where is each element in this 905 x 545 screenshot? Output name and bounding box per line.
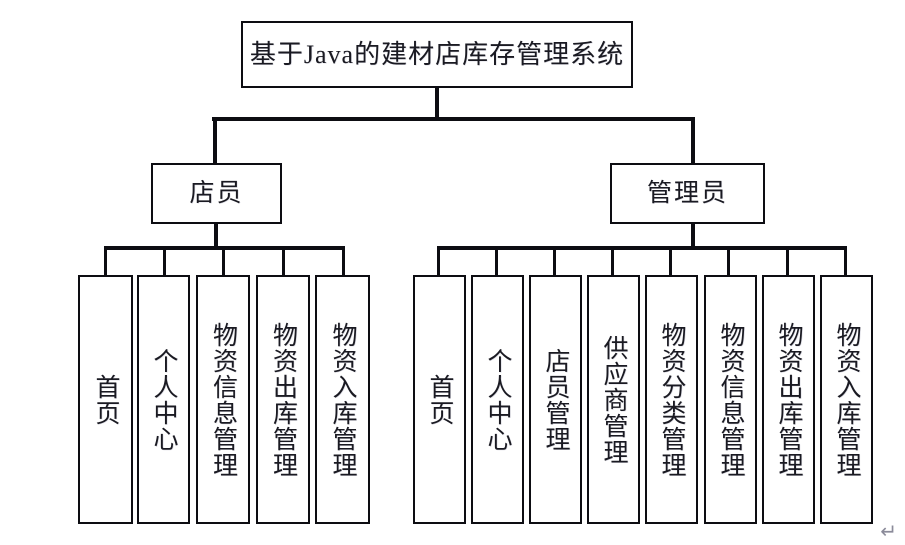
leaf-node-clerk-4-label: 物资入库管理 — [329, 321, 356, 478]
role-node-clerk: 店员 — [151, 163, 282, 224]
role-node-admin-label: 管理员 — [646, 179, 728, 207]
connector-admin-drop-0 — [437, 246, 440, 276]
connector-admin-drop-1 — [495, 246, 498, 276]
connector-admin-stem — [691, 224, 695, 248]
connector-clerk-drop-4 — [342, 246, 345, 276]
connector-admin-drop-5 — [727, 246, 730, 276]
leaf-node-admin-7-label: 物资入库管理 — [833, 321, 860, 478]
connector-admin-drop-4 — [669, 246, 672, 276]
leaf-node-admin-7: 物资入库管理 — [820, 275, 873, 524]
leaf-node-admin-0-label: 首页 — [426, 373, 453, 426]
root-node-label: 基于Java的建材店库存管理系统 — [249, 39, 625, 69]
connector-admin-drop-7 — [844, 246, 847, 276]
leaf-node-clerk-4: 物资入库管理 — [315, 275, 370, 524]
connector-clerk-drop-1 — [163, 246, 166, 276]
connector-bus-drop-admin — [691, 117, 695, 164]
connector-admin-drop-6 — [786, 246, 789, 276]
leaf-node-admin-3: 供应商管理 — [587, 275, 640, 524]
leaf-node-clerk-1-label: 个人中心 — [150, 347, 177, 452]
leaf-node-clerk-3-label: 物资出库管理 — [269, 321, 297, 478]
leaf-node-admin-1-label: 个人中心 — [484, 347, 511, 452]
role-node-admin: 管理员 — [610, 163, 765, 224]
role-node-clerk-label: 店员 — [189, 179, 244, 207]
connector-bus-drop-clerk — [213, 117, 217, 164]
leaf-node-admin-0: 首页 — [413, 275, 466, 524]
leaf-node-admin-1: 个人中心 — [471, 275, 524, 524]
connector-clerk-drop-2 — [222, 246, 225, 276]
leaf-node-admin-5: 物资信息管理 — [704, 275, 757, 524]
connector-root-stem — [435, 88, 439, 119]
paragraph-return-icon: ↵ — [880, 519, 897, 543]
leaf-node-admin-4: 物资分类管理 — [645, 275, 698, 524]
leaf-node-clerk-0-label: 首页 — [92, 373, 119, 426]
leaf-node-admin-2-label: 店员管理 — [542, 347, 569, 452]
connector-admin-drop-3 — [611, 246, 614, 276]
connector-admin-drop-2 — [553, 246, 556, 276]
leaf-node-clerk-2: 物资信息管理 — [196, 275, 250, 524]
connector-clerk-stem — [214, 224, 218, 248]
leaf-node-clerk-0: 首页 — [78, 275, 133, 524]
leaf-node-admin-2: 店员管理 — [529, 275, 582, 524]
leaf-node-admin-5-label: 物资信息管理 — [717, 321, 744, 478]
connector-root-bus — [212, 117, 695, 121]
leaf-node-admin-4-label: 物资分类管理 — [658, 321, 685, 478]
leaf-node-clerk-2-label: 物资信息管理 — [209, 321, 237, 478]
leaf-node-admin-3-label: 供应商管理 — [600, 334, 627, 465]
connector-admin-bus — [437, 246, 846, 250]
root-node: 基于Java的建材店库存管理系统 — [241, 21, 633, 88]
leaf-node-admin-6: 物资出库管理 — [762, 275, 815, 524]
leaf-node-clerk-1: 个人中心 — [137, 275, 190, 524]
leaf-node-admin-6-label: 物资出库管理 — [775, 321, 802, 478]
leaf-node-clerk-3: 物资出库管理 — [256, 275, 310, 524]
connector-clerk-drop-3 — [282, 246, 285, 276]
connector-clerk-drop-0 — [104, 246, 107, 276]
